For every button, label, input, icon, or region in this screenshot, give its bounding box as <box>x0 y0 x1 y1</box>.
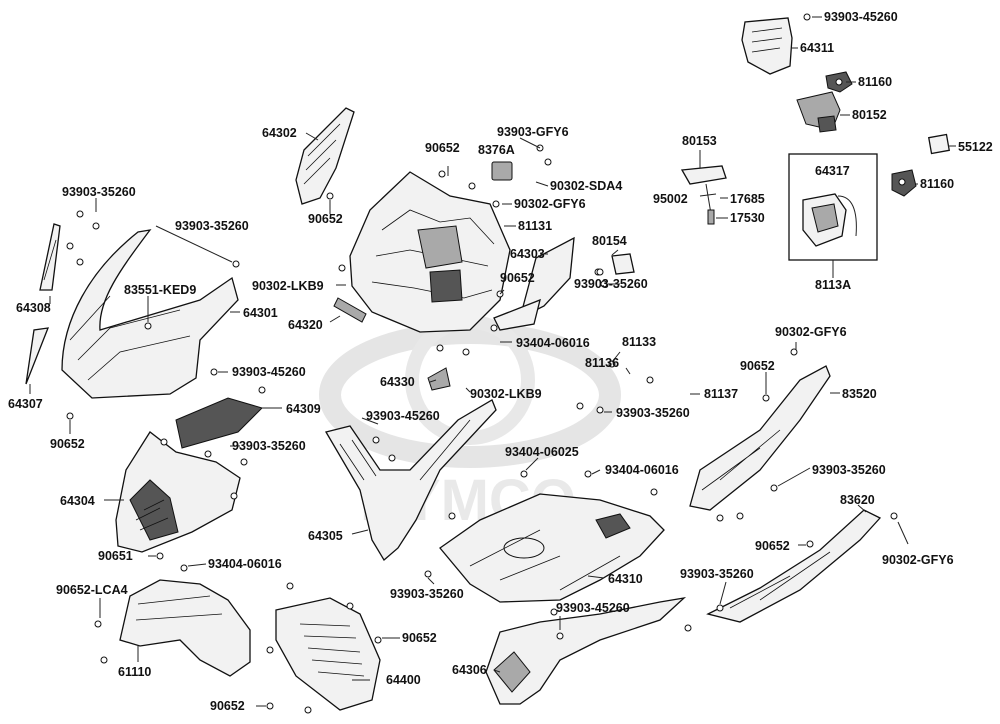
part-64310-floor-panel <box>439 493 665 603</box>
label-90652-left: 90652 <box>50 437 85 451</box>
part-8376A-plug <box>491 161 513 181</box>
label-93903-35260-g: 93903-35260 <box>680 567 754 581</box>
label-8113A: 8113A <box>815 278 851 292</box>
label-93903-45260-d: 93903-45260 <box>556 601 630 615</box>
part-80153-bracket <box>680 165 727 225</box>
leader-lines <box>29 16 956 707</box>
label-93903-35260-f: 93903-35260 <box>390 587 464 601</box>
part-55122-sticker <box>927 133 951 155</box>
part-83520-side-cover <box>689 365 831 511</box>
label-93404-06016-c: 93404-06016 <box>208 557 282 571</box>
part-64302-panel <box>295 107 355 205</box>
label-81137: 81137 <box>704 387 738 401</box>
label-64311: 64311 <box>800 41 834 55</box>
label-80154: 80154 <box>592 234 627 248</box>
part-number-labels: 93903-45260 64311 81160 80152 55122 8116… <box>8 10 993 713</box>
label-93903-45260: 93903-45260 <box>824 10 898 24</box>
label-90302-LKB9-a: 90302-LKB9 <box>252 279 324 293</box>
label-90652-bottom: 90652 <box>210 699 245 713</box>
label-64320: 64320 <box>288 318 323 332</box>
label-90652-LCA4: 90652-LCA4 <box>56 583 128 597</box>
part-64304-lower-front <box>115 431 241 553</box>
part-83620-rear-cover <box>706 509 882 623</box>
label-90302-GFY6: 90302-GFY6 <box>514 197 586 211</box>
part-81131-inner-shield <box>349 171 511 333</box>
label-93903-35260-e: 93903-35260 <box>812 463 886 477</box>
label-93903-45260-b: 93903-45260 <box>232 365 306 379</box>
label-17530: 17530 <box>730 211 765 225</box>
label-90652-lower-right: 90652 <box>755 539 790 553</box>
label-93404-06016-b: 93404-06016 <box>605 463 679 477</box>
label-17685: 17685 <box>730 192 765 206</box>
label-93903-35260-a: 93903-35260 <box>62 185 136 199</box>
label-81160-lower: 81160 <box>920 177 954 191</box>
label-80153: 80153 <box>682 134 717 148</box>
label-83620: 83620 <box>840 493 875 507</box>
part-64311-cover <box>741 13 811 75</box>
fastener-screws <box>66 144 898 714</box>
label-64310: 64310 <box>608 572 643 586</box>
label-93903-45260-c: 93903-45260 <box>366 409 440 423</box>
part-64317-box <box>788 153 878 261</box>
label-83551-KED9: 83551-KED9 <box>124 283 196 297</box>
label-8376A: 8376A <box>478 143 515 157</box>
label-81133: 81133 <box>622 335 656 349</box>
part-64320-bracket <box>333 297 367 323</box>
label-90652-fender: 90652 <box>402 631 437 645</box>
label-90652-right: 90652 <box>740 359 775 373</box>
part-64303-panel <box>493 236 575 331</box>
label-64304: 64304 <box>60 494 95 508</box>
label-64305: 64305 <box>308 529 343 543</box>
label-93903-35260-b: 93903-35260 <box>175 219 249 233</box>
label-90302-GFY6-c: 90302-GFY6 <box>882 553 954 567</box>
label-90302-LKB9-b: 90302-LKB9 <box>470 387 542 401</box>
label-61110: 61110 <box>118 665 151 679</box>
label-95002: 95002 <box>653 192 688 206</box>
label-81136: 81136 <box>585 356 619 370</box>
label-93903-35260-right: 93903-35260 <box>574 277 648 291</box>
label-64302: 64302 <box>262 126 297 140</box>
label-80152: 80152 <box>852 108 887 122</box>
label-64307: 64307 <box>8 397 43 411</box>
label-93903-35260-c: 93903-35260 <box>616 406 690 420</box>
label-64303: 64303 <box>510 247 545 261</box>
label-64317: 64317 <box>815 164 850 178</box>
part-64309-grille <box>175 397 263 449</box>
part-81160-hinge-a <box>825 71 853 93</box>
label-90651: 90651 <box>98 549 133 563</box>
part-64301-front-cover <box>61 229 239 399</box>
label-90302-GFY6-b: 90302-GFY6 <box>775 325 847 339</box>
label-64309: 64309 <box>286 402 321 416</box>
label-64330: 64330 <box>380 375 415 389</box>
part-64400-lower-grille <box>275 597 381 711</box>
label-93903-35260-d: 93903-35260 <box>232 439 306 453</box>
label-81131: 81131 <box>518 219 552 233</box>
part-64330-bracket <box>427 367 451 391</box>
label-64301: 64301 <box>243 306 278 320</box>
part-64307-strip <box>25 327 50 385</box>
label-93903-GFY6: 93903-GFY6 <box>497 125 569 139</box>
part-64306-lower-side <box>485 596 687 705</box>
label-83520: 83520 <box>842 387 877 401</box>
label-93404-06016-a: 93404-06016 <box>516 336 590 350</box>
label-81160: 81160 <box>858 75 892 89</box>
label-90652-upper: 90652 <box>308 212 343 226</box>
label-90652-mid: 90652 <box>500 271 535 285</box>
label-93404-06025: 93404-06025 <box>505 445 579 459</box>
label-55122: 55122 <box>958 140 993 154</box>
part-64308-strip <box>39 223 61 291</box>
label-64400: 64400 <box>386 673 421 687</box>
label-90302-SDA4: 90302-SDA4 <box>550 179 622 193</box>
label-90652-top: 90652 <box>425 141 460 155</box>
part-81160-hinge-b <box>891 169 917 197</box>
part-61110-front-fender <box>119 579 251 677</box>
label-64306: 64306 <box>452 663 487 677</box>
part-64305-inner-panel <box>325 399 497 561</box>
part-80152-lamp <box>796 91 841 133</box>
label-64308: 64308 <box>16 301 51 315</box>
